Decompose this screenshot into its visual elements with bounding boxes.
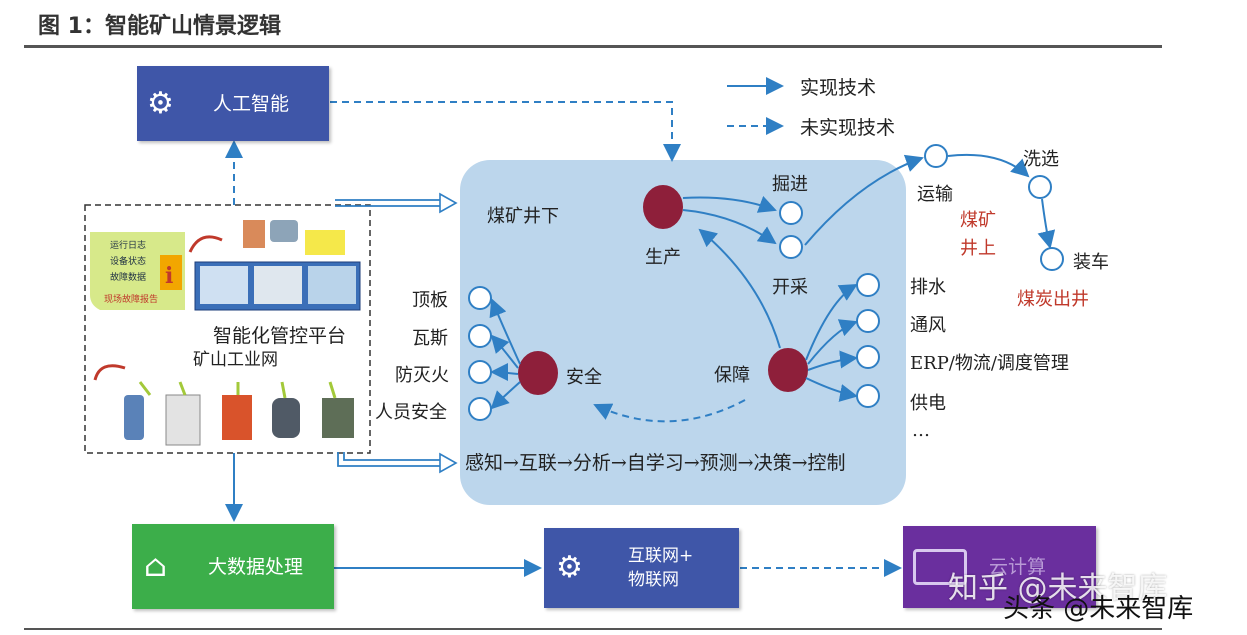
legend-realized: 实现技术	[800, 77, 877, 99]
ai-label: 人工智能	[213, 92, 290, 115]
support-node	[768, 348, 808, 392]
platform-label: 智能化管控平台	[213, 325, 347, 347]
bigdata-box: ⌂ 大数据处理	[132, 524, 334, 609]
network-label: 矿山工业网	[193, 350, 278, 370]
safety-label: 安全	[566, 367, 602, 388]
panel-to-zone-top-arrow	[335, 199, 440, 207]
yellow-device	[305, 230, 345, 255]
cloud-box: 云计算	[903, 526, 1096, 608]
drainage-label: 排水	[910, 277, 946, 298]
legend-unrealized: 未实现技术	[800, 117, 896, 139]
ventilation-label: 通风	[910, 315, 946, 336]
gear-icon: ⚙	[147, 85, 174, 121]
roof-label: 顶板	[412, 290, 448, 311]
ai-box: ⚙ 人工智能	[137, 66, 329, 141]
note-fault: 故障数据	[110, 273, 147, 283]
bigdata-label: 大数据处理	[208, 555, 304, 578]
production-label: 生产	[645, 247, 681, 268]
mining-label: 开采	[772, 277, 808, 298]
surface-label: 煤矿 井上	[960, 210, 996, 259]
transport-to-washing-arrow	[947, 153, 1030, 178]
sensor-device-1	[124, 395, 144, 440]
production-node	[643, 185, 683, 229]
underground-title: 煤矿井下	[487, 206, 559, 227]
gas-label: 瓦斯	[412, 328, 448, 349]
red-curl-arrow-1	[188, 235, 223, 253]
support-to-production-arrow	[698, 228, 781, 349]
note-log: 运行日志	[110, 241, 147, 251]
washing-node	[1028, 175, 1052, 199]
loading-label: 装车	[1073, 252, 1109, 273]
process-chain: 感知→互联→分析→自学习→预测→决策→控制	[465, 452, 846, 474]
server-icon	[243, 220, 265, 248]
watermark-toutiao: 头条 @未来智库	[1003, 594, 1194, 624]
watermark-zhihu: 知乎 @未来智库	[948, 571, 1168, 606]
transport-node	[924, 144, 948, 168]
gear-icon: ⚙	[556, 550, 583, 585]
excavation-label: 掘进	[772, 174, 808, 195]
support-label: 保障	[714, 365, 750, 386]
control-platform-panel	[84, 204, 371, 454]
note-status: 设备状态	[110, 257, 147, 267]
roof-node	[468, 286, 492, 310]
info-icon-bg	[160, 255, 182, 290]
sensor-device-4	[272, 398, 300, 438]
mining-to-transport-arrow	[804, 154, 924, 246]
sensor-device-3	[222, 395, 252, 440]
camera-icon	[270, 220, 298, 242]
panel-to-zone-bottom-arrow	[337, 452, 440, 467]
power-node	[856, 384, 880, 408]
page-title: 图 1：智能矿山情景逻辑	[38, 14, 281, 39]
home-icon: ⌂	[144, 548, 167, 584]
coal-out-label: 煤炭出井	[1017, 289, 1089, 310]
power-label: 供电	[910, 393, 946, 414]
transport-label: 运输	[917, 184, 953, 205]
more-label: …	[912, 420, 930, 441]
erp-node	[856, 345, 880, 369]
excavation-node	[779, 201, 803, 225]
washing-to-loading-arrow	[1037, 198, 1056, 249]
sensor-device-2	[165, 394, 201, 446]
ventilation-node	[856, 309, 880, 333]
note-card	[90, 232, 185, 310]
briefcase-icon	[913, 549, 967, 585]
iot-label-2: 物联网	[628, 570, 679, 590]
title-divider	[24, 45, 1162, 48]
iot-box: ⚙ 互联网+ 物联网	[544, 528, 739, 608]
red-curl-arrow-2	[93, 364, 126, 381]
mining-node	[779, 235, 803, 259]
fire-label: 防灭火	[395, 365, 449, 386]
fire-node	[468, 360, 492, 384]
personnel-node	[468, 397, 492, 421]
bottom-divider	[24, 628, 1162, 630]
support-to-safety-dashed	[593, 399, 746, 423]
iot-label-1: 互联网+	[628, 546, 694, 566]
loading-node	[1040, 247, 1064, 271]
erp-label: ERP/物流/调度管理	[910, 353, 1069, 374]
drainage-node	[856, 273, 880, 297]
ai-to-zone-dashed	[330, 101, 681, 162]
note-report: 现场故障报告	[104, 295, 159, 305]
sensor-device-5	[322, 398, 354, 438]
cloud-label: 云计算	[989, 556, 1047, 578]
svg-text:i: i	[165, 263, 173, 289]
washing-label: 洗选	[1023, 149, 1059, 170]
personnel-label: 人员安全	[375, 402, 447, 423]
safety-node	[518, 351, 558, 395]
gas-node	[468, 324, 492, 348]
